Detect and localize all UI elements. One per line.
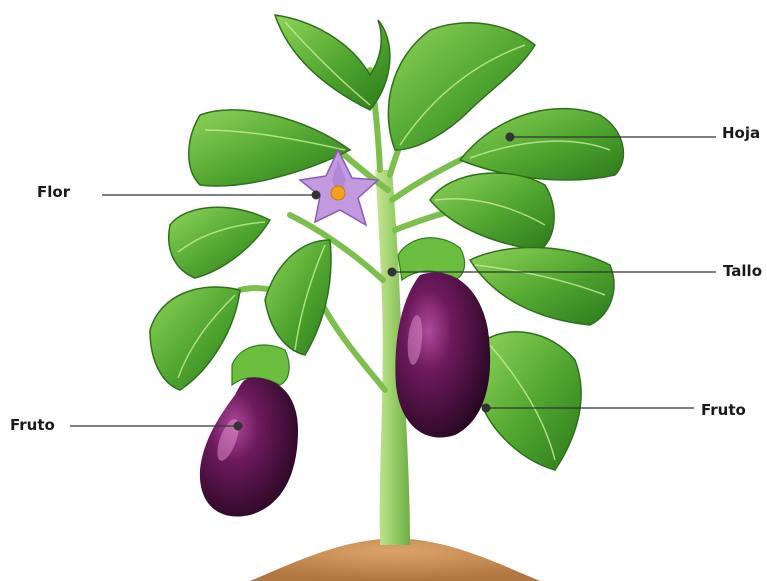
label-fruto-right: Fruto bbox=[701, 403, 746, 418]
leaf bbox=[189, 110, 350, 186]
label-flor: Flor bbox=[37, 185, 70, 200]
fruits bbox=[200, 272, 490, 516]
dot-fruto-right bbox=[482, 404, 491, 413]
leaf bbox=[430, 173, 554, 250]
leaf bbox=[470, 248, 614, 326]
leaf bbox=[169, 207, 270, 278]
dot-flor bbox=[312, 191, 321, 200]
label-tallo: Tallo bbox=[723, 264, 762, 279]
leaf bbox=[150, 287, 240, 390]
eggplant-fruit-left bbox=[200, 378, 298, 517]
dot-tallo bbox=[388, 268, 397, 277]
label-hoja: Hoja bbox=[722, 126, 760, 141]
leaf bbox=[265, 240, 331, 355]
dot-fruto-left bbox=[234, 422, 243, 431]
leaf bbox=[460, 109, 623, 180]
dot-hoja bbox=[506, 133, 515, 142]
label-fruto-left: Fruto bbox=[10, 418, 55, 433]
